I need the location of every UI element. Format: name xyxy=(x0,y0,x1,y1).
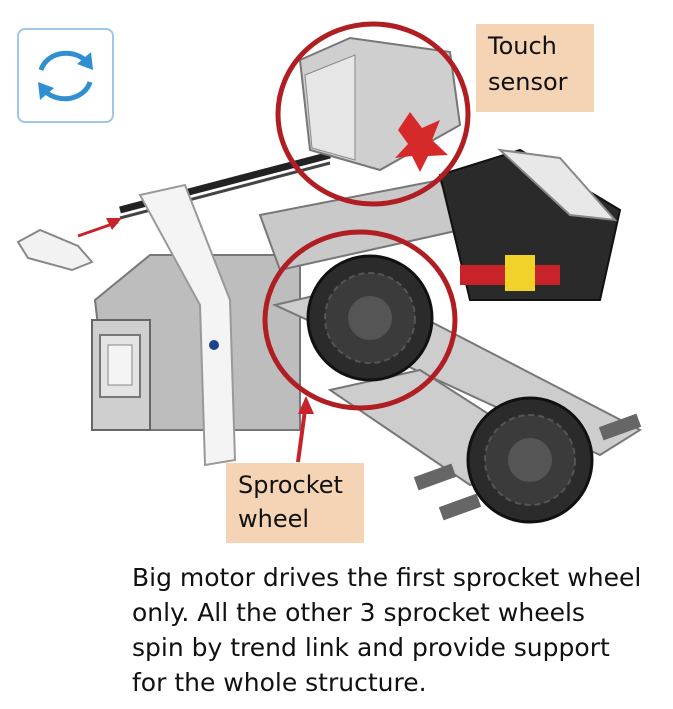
sprocket-wheel-callout-line1: Sprocket xyxy=(238,471,343,499)
rotate-arrows-icon xyxy=(38,50,93,102)
sprocket-pointer-arrow xyxy=(296,396,314,463)
rotate-view-button[interactable] xyxy=(17,28,114,123)
sprocket-wheel-rear xyxy=(466,396,594,524)
connector-peg xyxy=(16,218,122,272)
large-motor xyxy=(91,254,301,431)
caption-line: spin by trend link and provide support xyxy=(132,633,610,662)
touch-sensor xyxy=(298,36,462,172)
touch-sensor-callout-line2: sensor xyxy=(488,68,568,96)
caption-line: only. All the other 3 sprocket wheels xyxy=(132,598,585,627)
side-bracket xyxy=(438,148,622,301)
caption-line: for the whole structure. xyxy=(132,668,427,697)
sprocket-wheel-highlight xyxy=(262,229,458,411)
touch-sensor-callout-line1: Touch xyxy=(488,32,557,60)
white-frame-arm xyxy=(138,183,237,467)
sprocket-wheel-callout: Sprocket wheel xyxy=(226,463,364,543)
sprocket-wheel-front xyxy=(306,254,434,382)
caption-text: Big motor drives the first sprocket whee… xyxy=(132,560,662,700)
axle-pins xyxy=(413,413,642,521)
sprocket-wheel-callout-line2: wheel xyxy=(238,505,310,533)
caption-line: Big motor drives the first sprocket whee… xyxy=(132,563,642,592)
touch-sensor-highlight xyxy=(275,21,471,207)
touch-sensor-callout: Touch sensor xyxy=(476,24,594,112)
